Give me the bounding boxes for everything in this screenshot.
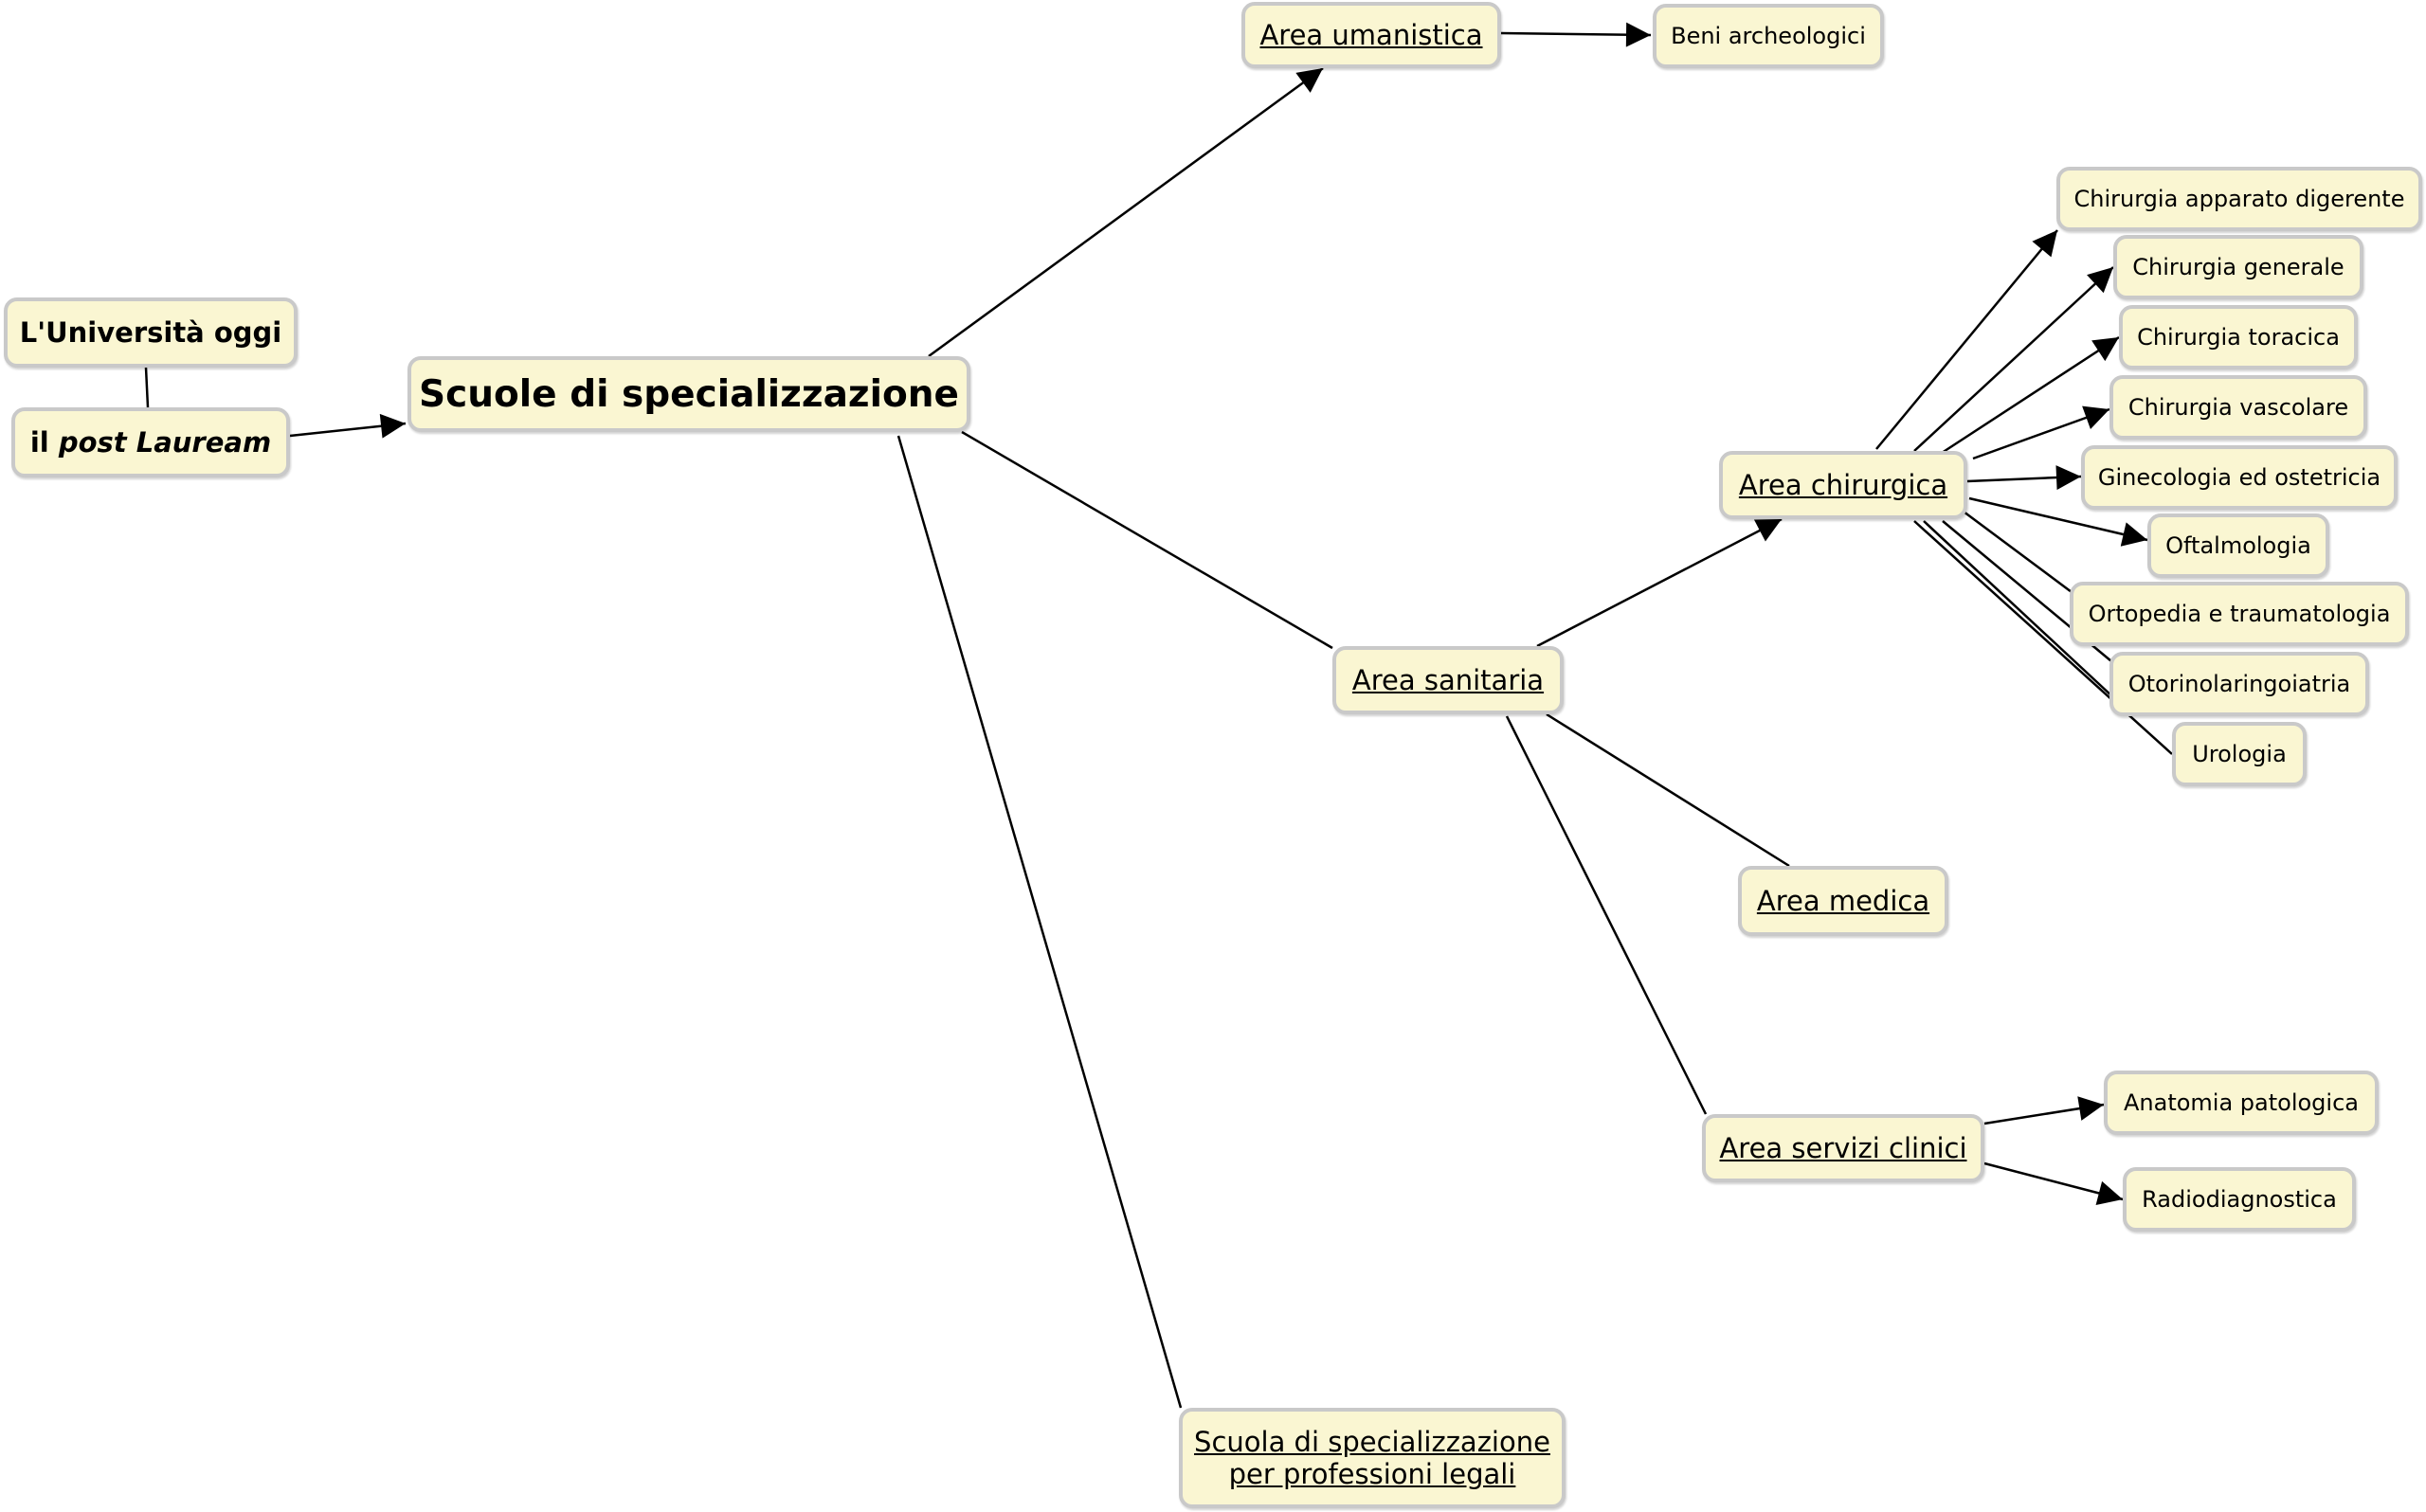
urologia-node[interactable]: Urologia	[2172, 722, 2307, 786]
link-chir-ginecologia	[1966, 465, 2082, 491]
ginecologia-label: Ginecologia ed ostetricia	[2097, 464, 2381, 491]
link-chir-oftalmologia	[1968, 496, 2148, 547]
area-umanistica-node[interactable]: Area umanistica	[1241, 2, 1501, 68]
chirurgia-toracica-label: Chirurgia toracica	[2137, 324, 2340, 351]
area-sanitaria-label: Area sanitaria	[1351, 664, 1545, 696]
radiodiagnostica-label: Radiodiagnostica	[2142, 1186, 2337, 1213]
link-chir-otorino-2	[1923, 520, 2114, 698]
otorinolaringoiatria-node[interactable]: Otorinolaringoiatria	[2109, 652, 2369, 716]
link-chir-ortopedia	[1963, 510, 2073, 594]
link-servizi-anatomia	[1983, 1096, 2105, 1125]
link-sanitaria-medica	[1546, 712, 1790, 868]
universita-oggi-label: L'Università oggi	[19, 316, 282, 349]
area-servizi-clinici-label: Area servizi clinici	[1719, 1132, 1967, 1164]
chirurgia-apparato-digerente-node[interactable]: Chirurgia apparato digerente	[2056, 167, 2422, 231]
chirurgia-toracica-node[interactable]: Chirurgia toracica	[2119, 305, 2358, 369]
professioni-legali-node[interactable]: Scuola di specializzazione per professio…	[1179, 1408, 1566, 1508]
post-lauream-emphasis: post Lauream	[58, 426, 272, 459]
area-servizi-clinici-node[interactable]: Area servizi clinici	[1702, 1114, 1984, 1182]
scuole-specializzazione-node[interactable]: Scuole di specializzazione	[407, 356, 970, 432]
chirurgia-generale-node[interactable]: Chirurgia generale	[2113, 235, 2363, 299]
post-lauream-node[interactable]: il post Lauream	[11, 407, 290, 477]
chirurgia-vascolare-label: Chirurgia vascolare	[2127, 394, 2349, 421]
beni-archeologici-label: Beni archeologici	[1671, 23, 1866, 49]
link-chir-apparato	[1875, 229, 2058, 450]
link-chir-toracica	[1938, 335, 2120, 457]
ortopedia-node[interactable]: Ortopedia e traumatologia	[2070, 582, 2409, 646]
link-chir-vascolare	[1972, 405, 2110, 460]
area-chirurgica-label: Area chirurgica	[1738, 469, 1948, 501]
otorinolaringoiatria-label: Otorinolaringoiatria	[2127, 671, 2351, 697]
link-scuole-sanitaria	[961, 430, 1333, 650]
area-medica-label: Area medica	[1756, 885, 1930, 917]
link-sanitaria-servizi	[1505, 715, 1708, 1115]
link-scuole-umanistica	[928, 66, 1324, 358]
anatomia-patologica-label: Anatomia patologica	[2123, 1089, 2359, 1116]
post-lauream-prefix: il	[29, 426, 49, 459]
link-scuole-legali	[896, 435, 1183, 1409]
urologia-label: Urologia	[2192, 741, 2287, 767]
beni-archeologici-node[interactable]: Beni archeologici	[1653, 4, 1884, 68]
link-umanistica-beni	[1500, 22, 1652, 47]
radiodiagnostica-node[interactable]: Radiodiagnostica	[2123, 1167, 2356, 1232]
area-umanistica-label: Area umanistica	[1259, 19, 1483, 51]
link-chir-generale	[1913, 266, 2114, 452]
anatomia-patologica-node[interactable]: Anatomia patologica	[2104, 1071, 2379, 1135]
scuole-specializzazione-label: Scuole di specializzazione	[419, 372, 959, 416]
chirurgia-apparato-digerente-label: Chirurgia apparato digerente	[2073, 186, 2405, 212]
oftalmologia-node[interactable]: Oftalmologia	[2147, 513, 2329, 578]
ginecologia-node[interactable]: Ginecologia ed ostetricia	[2081, 445, 2398, 510]
chirurgia-generale-label: Chirurgia generale	[2132, 254, 2345, 280]
oftalmologia-label: Oftalmologia	[2165, 532, 2311, 559]
area-chirurgica-node[interactable]: Area chirurgica	[1719, 451, 1967, 519]
ortopedia-label: Ortopedia e traumatologia	[2088, 601, 2391, 627]
link-sanitaria-chirurgica	[1536, 517, 1783, 648]
universita-oggi-node[interactable]: L'Università oggi	[4, 297, 298, 368]
link-universita-postlauream	[144, 367, 150, 408]
area-sanitaria-node[interactable]: Area sanitaria	[1332, 646, 1564, 714]
link-servizi-radio	[1983, 1161, 2124, 1206]
professioni-legali-line1: Scuola di specializzazione	[1194, 1426, 1550, 1458]
link-postlauream-scuole	[289, 413, 407, 439]
area-medica-node[interactable]: Area medica	[1738, 866, 1948, 936]
professioni-legali-line2: per professioni legali	[1228, 1458, 1516, 1490]
chirurgia-vascolare-node[interactable]: Chirurgia vascolare	[2109, 375, 2367, 440]
